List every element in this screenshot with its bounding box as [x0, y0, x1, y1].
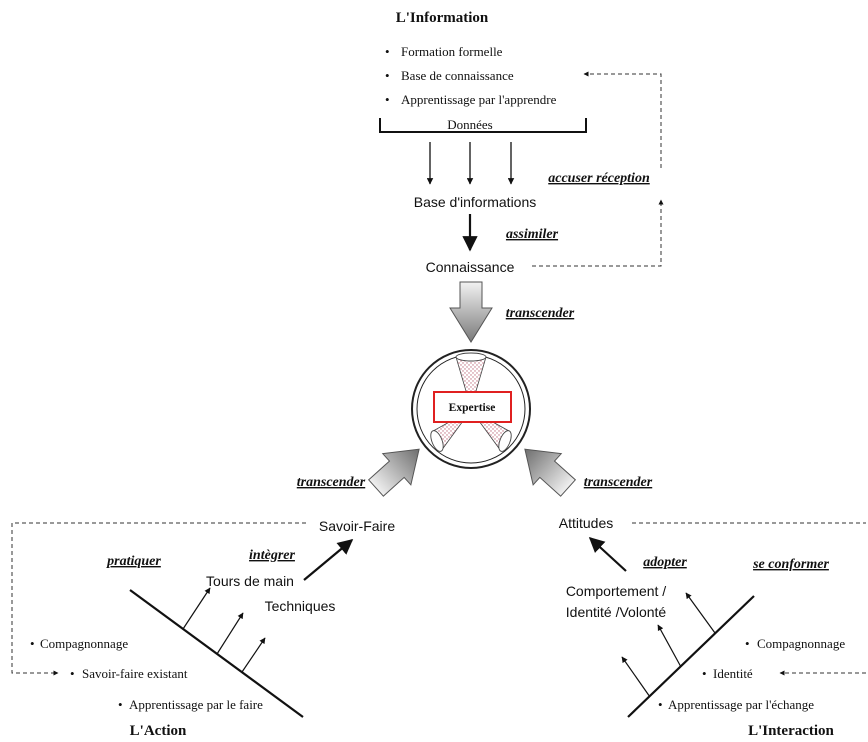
action-diagonal — [129, 589, 304, 718]
information-item-1: Formation formelle — [401, 44, 503, 59]
action-feedback-loop — [11, 522, 306, 676]
action-item-2: Savoir-faire existant — [82, 666, 188, 681]
adopt-arrow — [588, 536, 627, 572]
interaction-branch-1 — [685, 592, 716, 634]
action-branch-1 — [182, 587, 211, 630]
action-branch-3 — [241, 637, 266, 673]
information-item-2: Base de connaissance — [401, 68, 514, 83]
verb-practice: pratiquer — [106, 554, 161, 569]
action-techniques: Techniques — [265, 598, 336, 614]
verb-integrate: intègrer — [249, 548, 295, 563]
interaction-title: L'Interaction — [748, 723, 834, 739]
interaction-diagonal — [627, 595, 755, 718]
information-bullet-3: • — [385, 92, 390, 107]
transcend-arrow-left — [367, 448, 420, 497]
interaction-branch-3 — [621, 656, 651, 698]
integrate-arrow — [303, 539, 354, 581]
interaction-behavior-2: Identité /Volonté — [566, 604, 667, 620]
action-bullet-2: • — [70, 666, 75, 681]
cone-top — [455, 352, 487, 410]
action-bullet-1: • — [30, 636, 35, 651]
interaction-behavior-1: Comportement / — [566, 583, 666, 599]
action-item-1: Compagnonnage — [40, 636, 128, 651]
action-bullet-3: • — [118, 697, 123, 712]
information-title: L'Information — [396, 10, 489, 26]
interaction-bullet-3: • — [658, 697, 663, 712]
interaction-bullet-2: • — [702, 666, 707, 681]
interaction-item-2: Identité — [713, 666, 753, 681]
feedback-loop-lower — [532, 199, 664, 267]
expertise-label: Expertise — [449, 402, 496, 414]
expertise-frame — [433, 391, 512, 423]
verb-transcend-top: transcender — [506, 306, 575, 321]
action-branch-2 — [216, 612, 244, 655]
verb-adopt: adopter — [643, 555, 687, 570]
interaction-item-3: Apprentissage par l'échange — [668, 697, 814, 712]
verb-acknowledge: accuser réception — [548, 171, 650, 186]
verb-transcend-left: transcender — [297, 475, 366, 490]
verb-transcend-right: transcender — [584, 475, 653, 490]
verb-assimilate: assimiler — [506, 227, 559, 242]
information-item-3: Apprentissage par l'apprendre — [401, 92, 557, 107]
transcend-arrow-top — [449, 281, 493, 343]
information-knowledge: Connaissance — [426, 259, 515, 275]
interaction-branch-2 — [657, 624, 682, 668]
information-bracket-label: Données — [447, 117, 493, 132]
verb-conform: se conformer — [752, 557, 829, 572]
interaction-attitudes: Attitudes — [559, 515, 613, 531]
information-bullet-2: • — [385, 68, 390, 83]
interaction-item-1: Compagnonnage — [757, 636, 845, 651]
transcend-arrow-right — [524, 448, 577, 497]
interaction-bullet-1: • — [745, 636, 750, 651]
action-tricks: Tours de main — [206, 573, 294, 589]
information-bullet-1: • — [385, 44, 390, 59]
action-title: L'Action — [130, 723, 187, 739]
information-base: Base d'informations — [414, 194, 537, 210]
information-bracket — [379, 118, 587, 133]
action-item-3: Apprentissage par le faire — [129, 697, 263, 712]
action-savoir-faire: Savoir-Faire — [319, 518, 395, 534]
feedback-loop-upper — [583, 71, 662, 168]
